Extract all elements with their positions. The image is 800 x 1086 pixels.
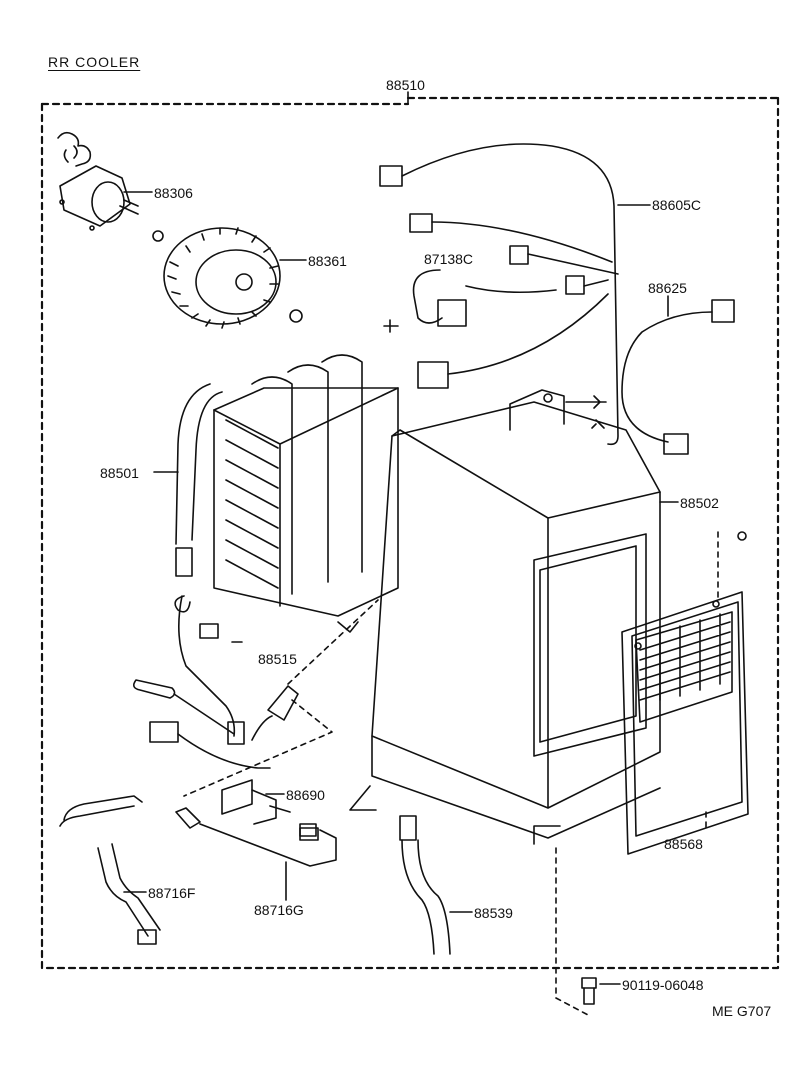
part-label-88361: 88361 xyxy=(308,253,347,269)
cooler-case-drawing xyxy=(349,389,661,845)
part-label-88568: 88568 xyxy=(664,836,703,852)
cooler-tube-drawing xyxy=(59,795,337,945)
part-label-88716G: 88716G xyxy=(254,902,304,918)
leader-dashed-88515 xyxy=(183,599,379,797)
evaporator-drawing xyxy=(175,354,399,617)
blower-motor-drawing xyxy=(57,131,164,242)
part-label-88515: 88515 xyxy=(258,651,297,667)
grille-drawing xyxy=(621,531,749,855)
part-label-88716F: 88716F xyxy=(148,885,196,901)
assembly-boundary xyxy=(40,96,780,970)
blower-fan-drawing xyxy=(163,227,303,329)
part-label-88510: 88510 xyxy=(386,77,425,93)
thermistor-drawing xyxy=(383,269,557,333)
wire-harness-drawing xyxy=(379,143,619,446)
pressure-switch-drawing xyxy=(149,721,317,837)
part-label-88605C: 88605C xyxy=(652,197,702,213)
diagram-code: ME G707 xyxy=(712,1003,772,1019)
part-label-88502: 88502 xyxy=(680,495,719,511)
part-label-88539: 88539 xyxy=(474,905,513,921)
part-label-88625: 88625 xyxy=(648,280,687,296)
part-label-88690: 88690 xyxy=(286,787,325,803)
leader-dashed-88568 xyxy=(705,531,719,831)
part-label-90119-06048: 90119-06048 xyxy=(622,977,704,993)
part-label-88306: 88306 xyxy=(154,185,193,201)
wire-sub-drawing xyxy=(591,299,735,455)
part-label-87138C: 87138C xyxy=(424,251,474,267)
part-label-88501: 88501 xyxy=(100,465,139,481)
expansion-valve-drawing xyxy=(132,595,359,745)
bolt-drawing xyxy=(555,847,597,1017)
page-title: RR COOLER xyxy=(48,54,141,70)
drain-hose-drawing xyxy=(399,815,451,955)
